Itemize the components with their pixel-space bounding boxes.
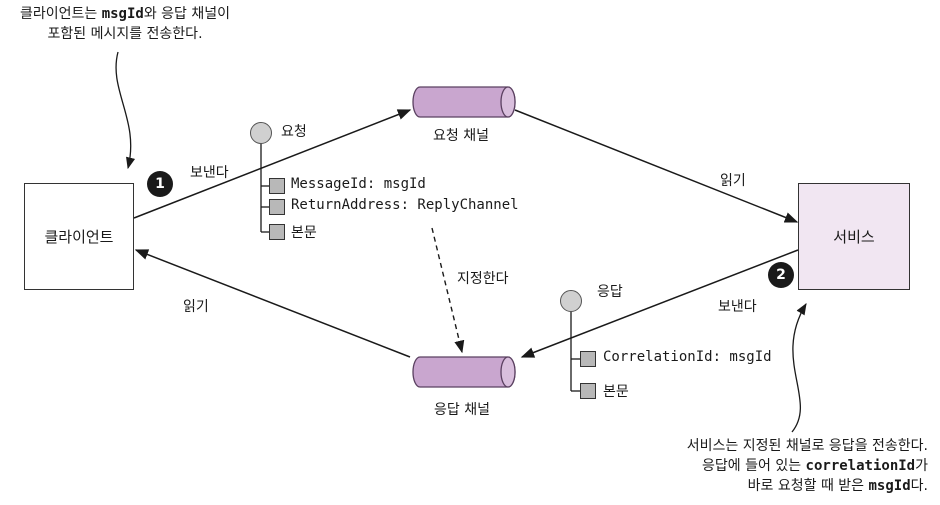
client-label: 클라이언트 — [44, 228, 114, 246]
client-sends-label: 보낸다 — [190, 165, 229, 181]
request-field-icon — [269, 199, 285, 215]
reply-correlation-id-field: CorrelationId: msgId — [603, 349, 772, 365]
service-box: 서비스 — [798, 183, 910, 290]
arrow-reply-channel-to-client — [134, 249, 411, 358]
request-message-id-field: MessageId: msgId — [291, 176, 426, 192]
request-field-icon — [269, 178, 285, 194]
arrow-service-to-reply-channel — [520, 249, 799, 358]
arrow-specifies — [431, 227, 465, 354]
service-note-pointer — [791, 302, 807, 433]
service-reads-label: 읽기 — [720, 173, 746, 189]
service-note: 서비스는 지정된 채널로 응답을 전송한다. 응답에 들어 있는 correla… — [686, 438, 928, 494]
arrow-client-to-request-channel — [133, 109, 412, 219]
client-note: 클라이언트는 msgId와 응답 채널이 포함된 메시지를 전송한다. — [19, 6, 231, 42]
request-channel-pipe — [412, 86, 516, 118]
request-body-label: 본문 — [291, 225, 317, 241]
arrow-request-channel-to-service — [514, 109, 799, 223]
step-2-badge: 2 — [768, 262, 794, 288]
step-1-badge: 1 — [147, 171, 173, 197]
client-reads-label: 읽기 — [183, 299, 209, 315]
request-return-address-field: ReturnAddress: ReplyChannel — [291, 197, 519, 213]
client-note-pointer — [115, 51, 136, 170]
service-sends-label: 보낸다 — [718, 299, 757, 315]
reply-field-icon — [580, 351, 596, 367]
service-label: 서비스 — [833, 228, 875, 246]
specifies-label: 지정한다 — [457, 271, 509, 287]
request-message-title: 요청 — [281, 124, 307, 140]
reply-channel-pipe — [412, 356, 516, 388]
reply-body-label: 본문 — [603, 384, 629, 400]
request-channel-label: 요청 채널 — [433, 128, 489, 144]
request-body-icon — [269, 224, 285, 240]
reply-message-header-icon — [560, 290, 582, 312]
reply-channel-label: 응답 채널 — [434, 402, 490, 418]
client-box: 클라이언트 — [24, 183, 134, 290]
reply-message-title: 응답 — [597, 284, 623, 300]
reply-body-icon — [580, 383, 596, 399]
request-message-header-icon — [250, 122, 272, 144]
